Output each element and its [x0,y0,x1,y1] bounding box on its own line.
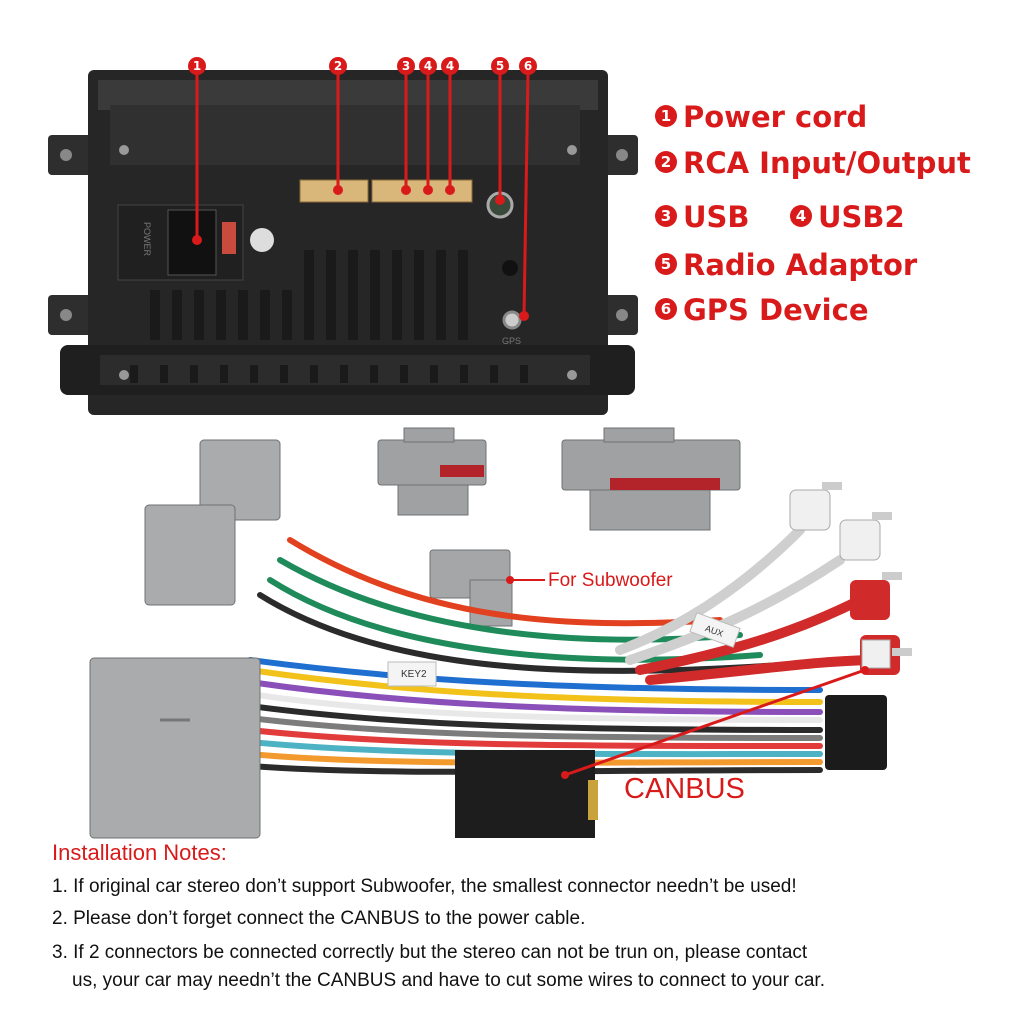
installation-notes-title: Installation Notes: [52,840,227,865]
legend-label-usb: USB [683,200,750,234]
legend-label-usb2: USB2 [818,200,905,234]
legend-num-1: 1 [655,105,677,127]
gps-port-label: GPS [502,336,522,346]
power-port-label: POWER [142,222,152,257]
callout-6: 6 [519,57,537,75]
spare-connector-small [377,427,487,516]
legend-usb: 3 USB [655,200,750,234]
legend-usb2: 4 USB2 [790,200,905,234]
note-3: 3. If 2 connectors be connected correctl… [52,942,808,963]
legend-num-4: 4 [790,205,812,227]
legend-label-rca: RCA Input/Output [683,146,971,180]
canbus-label: CANBUS [624,773,745,805]
legend-num-3: 3 [655,205,677,227]
legend-num-6: 6 [655,298,677,320]
callout-1: 1 [188,57,206,75]
legend-num-5: 5 [655,253,677,275]
legend-label-gps: GPS Device [683,293,869,327]
callout-5: 5 [491,57,509,75]
legend-rca: 2 RCA Input/Output [655,146,971,180]
legend-gps: 6 GPS Device [655,293,868,327]
legend-radio-adaptor: 5 Radio Adaptor [655,248,917,282]
legend-num-2: 2 [655,151,677,173]
callout-2: 2 [329,57,347,75]
note-1: 1. If original car stereo don’t support … [52,876,797,897]
head-unit-rear-panel [48,70,638,415]
spare-connector-large [561,427,741,531]
key2-tag-label: KEY2 [401,669,427,680]
legend-power-cord: 1 Power cord [655,100,867,134]
callout-4b: 4 [441,57,459,75]
legend-label-radio-adaptor: Radio Adaptor [683,248,918,282]
legend-label-power-cord: Power cord [683,100,868,134]
note-3-continued: us, your car may needn’t the CANBUS and … [72,970,825,991]
note-2: 2. Please don’t forget connect the CANBU… [52,908,586,929]
subwoofer-label: For Subwoofer [548,570,673,591]
callout-3: 3 [397,57,415,75]
callout-4: 4 [419,57,437,75]
wiring-harness-photo [89,427,912,839]
